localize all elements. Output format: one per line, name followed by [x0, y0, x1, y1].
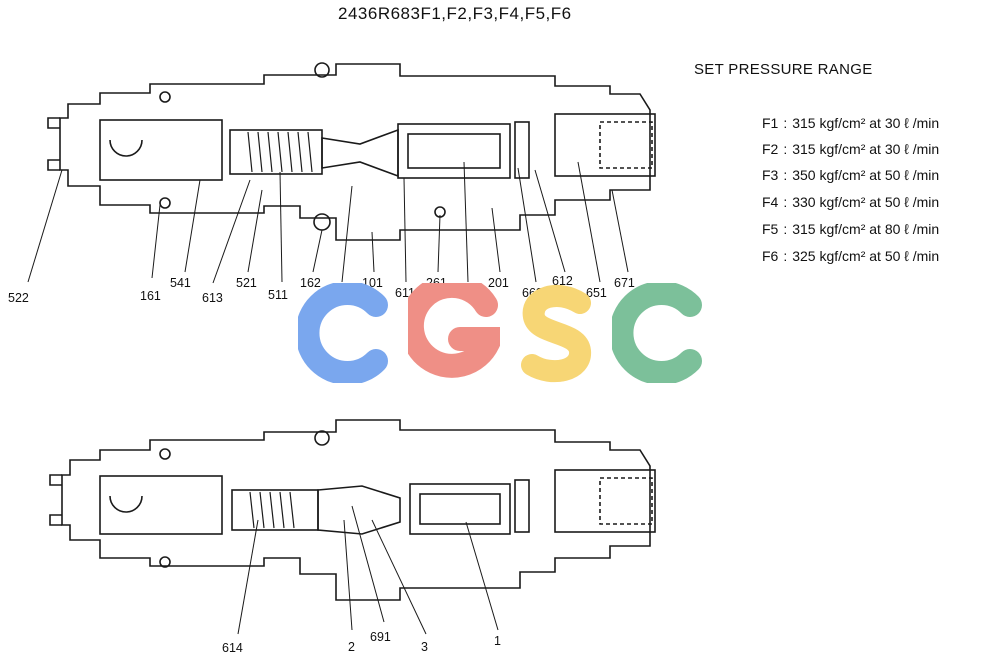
spec-separator: : — [783, 167, 788, 183]
upper-o-ring-bottom — [313, 213, 331, 231]
lower-spring-chamber — [231, 489, 319, 531]
lower-adjuster — [554, 469, 656, 533]
upper-spring — [247, 131, 313, 173]
part-label: 3 — [421, 640, 428, 654]
spec-code: F6 — [762, 248, 779, 264]
upper-main-piston — [397, 123, 511, 179]
pressure-spec-f1: F1:315 kgf/cm² at 30 ℓ /min — [762, 115, 939, 131]
upper-o-ring-left — [159, 91, 171, 103]
lower-main-piston — [409, 483, 511, 535]
lower-piston-inner — [419, 493, 501, 525]
pressure-spec-f4: F4:330 kgf/cm² at 50 ℓ /min — [762, 194, 939, 210]
upper-piston-inner — [407, 133, 501, 169]
lower-o-ring-left — [159, 448, 171, 460]
spec-value: 315 kgf/cm² at 30 ℓ /min — [792, 141, 940, 157]
spec-code: F2 — [762, 141, 779, 157]
watermark-stroke — [521, 284, 591, 383]
lower-right-seal — [514, 479, 530, 533]
set-pressure-heading: SET PRESSURE RANGE — [694, 61, 873, 78]
part-label: 511 — [268, 288, 288, 302]
part-label: 671 — [614, 276, 635, 290]
part-label: 614 — [222, 641, 243, 655]
part-label: 612 — [552, 274, 573, 288]
spec-separator: : — [783, 141, 788, 157]
pressure-spec-f3: F3:350 kgf/cm² at 50 ℓ /min — [762, 167, 939, 183]
spec-value: 350 kgf/cm² at 50 ℓ /min — [792, 167, 940, 183]
lower-body-outline — [61, 419, 651, 601]
lower-poppet-block — [317, 485, 401, 535]
upper-body-outline — [59, 63, 651, 241]
pressure-spec-f5: F5:315 kgf/cm² at 80 ℓ /min — [762, 221, 939, 237]
spec-value: 330 kgf/cm² at 50 ℓ /min — [792, 194, 940, 210]
pressure-spec-f6: F6:325 kgf/cm² at 50 ℓ /min — [762, 248, 939, 264]
lower-spring — [249, 491, 295, 529]
watermark-letter-g — [408, 283, 500, 378]
part-label: 522 — [8, 291, 29, 305]
upper-poppet — [321, 128, 399, 178]
pressure-spec-f2: F2:315 kgf/cm² at 30 ℓ /min — [762, 141, 939, 157]
watermark-stroke — [408, 283, 500, 378]
lower-leader-lines — [237, 505, 499, 635]
upper-leader-lines — [27, 161, 629, 284]
part-label: 541 — [170, 276, 191, 290]
lower-o-ring-left-b — [159, 556, 171, 568]
spec-separator: : — [783, 221, 788, 237]
lower-part-labels: 614 2 691 3 1 — [222, 630, 501, 655]
lower-left-chamber — [99, 475, 223, 535]
part-label: 1 — [494, 634, 501, 648]
spec-code: F3 — [762, 167, 779, 183]
spec-code: F5 — [762, 221, 779, 237]
lower-section-view — [49, 419, 656, 635]
part-label: 613 — [202, 291, 223, 305]
drawing-title: 2436R683F1,F2,F3,F4,F5,F6 — [338, 4, 572, 23]
upper-o-ring-top — [314, 62, 330, 78]
watermark-stroke — [298, 283, 388, 383]
upper-o-ring-left-b — [159, 197, 171, 209]
part-label: 161 — [140, 289, 161, 303]
spec-value: 315 kgf/cm² at 30 ℓ /min — [792, 115, 940, 131]
part-label: 521 — [236, 276, 257, 290]
spec-code: F4 — [762, 194, 779, 210]
lower-left-plug — [49, 474, 62, 526]
watermark-letter-c1 — [298, 283, 388, 383]
spec-separator: : — [783, 194, 788, 210]
lower-o-ring-top — [314, 430, 330, 446]
upper-adjuster — [554, 113, 656, 177]
spec-value: 315 kgf/cm² at 80 ℓ /min — [792, 221, 940, 237]
spec-separator: : — [783, 248, 788, 264]
lower-ball-seat — [109, 495, 143, 513]
upper-left-chamber — [99, 119, 223, 181]
part-label: 2 — [348, 640, 355, 654]
upper-adjuster-nut — [599, 121, 653, 169]
part-label: 162 — [300, 276, 321, 290]
part-label: 651 — [586, 286, 607, 300]
upper-left-plug — [47, 117, 60, 171]
upper-section-view — [27, 62, 656, 284]
watermark-letter-c2 — [612, 283, 702, 383]
spec-value: 325 kgf/cm² at 50 ℓ /min — [792, 248, 940, 264]
upper-right-seal — [514, 121, 530, 179]
watermark-letter-s — [521, 284, 591, 383]
part-label: 201 — [488, 276, 509, 290]
spec-separator: : — [783, 115, 788, 131]
watermark-stroke — [612, 283, 702, 383]
lower-adjuster-nut — [599, 477, 653, 525]
part-label: 691 — [370, 630, 391, 644]
upper-ball-seat — [109, 139, 143, 157]
spec-code: F1 — [762, 115, 779, 131]
